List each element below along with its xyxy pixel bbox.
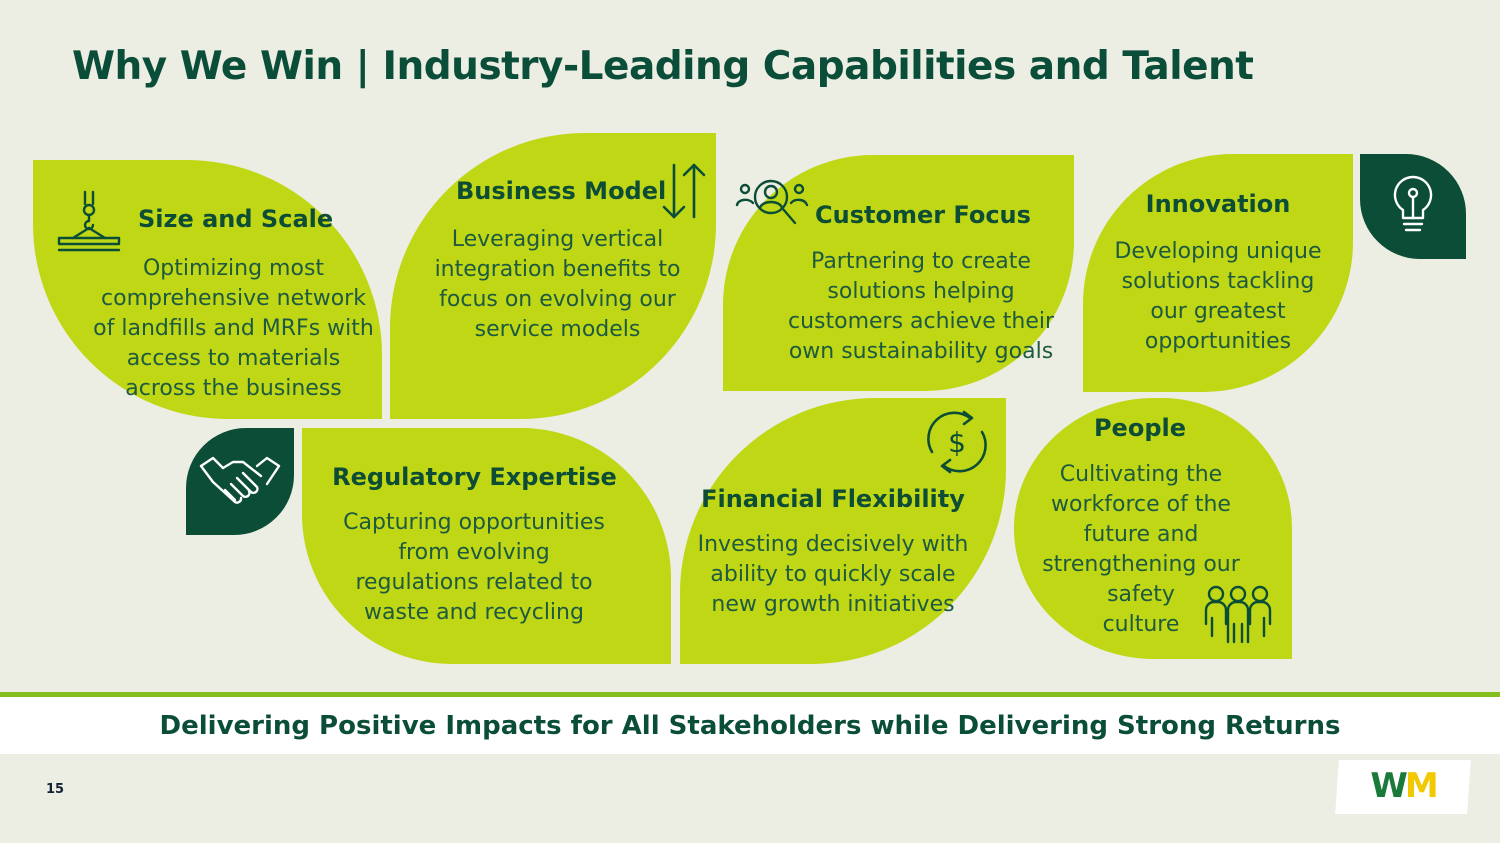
wm-logo: WM: [1335, 760, 1471, 814]
card-innovation: Innovation Developing unique solutions t…: [1083, 154, 1353, 392]
regulatory-expertise-body: Capturing opportunities from evolving re…: [343, 510, 605, 625]
card-people: People Cultivating the workforce of the …: [1014, 398, 1292, 659]
innovation-icon-tile: [1360, 154, 1466, 259]
size-and-scale-title: Size and Scale: [138, 205, 334, 233]
customer-focus-body: Partnering to create solutions helping c…: [787, 249, 1055, 364]
dollar-cycle-icon: $: [918, 406, 996, 478]
business-model-title: Business Model: [456, 177, 667, 205]
tagline-text: Delivering Positive Impacts for All Stak…: [159, 710, 1341, 741]
svg-text:WM: WM: [1370, 768, 1436, 802]
card-business-model: Business Model Leveraging vertical integ…: [390, 133, 716, 419]
people-body-line-2: workforce of the: [1051, 492, 1231, 517]
page-number: 15: [46, 782, 65, 797]
innovation-body: Developing unique solutions tackling our…: [1114, 239, 1322, 354]
lightbulb-icon: [1389, 173, 1437, 241]
svg-text:$: $: [948, 426, 966, 459]
size-and-scale-body: Optimizing most comprehensive network of…: [93, 256, 374, 401]
wm-logo-mark: WM: [1355, 766, 1451, 806]
financial-flexibility-title: Financial Flexibility: [701, 485, 965, 513]
regulatory-icon-tile: [186, 428, 294, 535]
regulatory-expertise-title: Regulatory Expertise: [332, 463, 617, 491]
card-financial-flexibility: $ Financial Flexibility Investing decisi…: [680, 398, 1006, 664]
tagline-bar: Delivering Positive Impacts for All Stak…: [0, 692, 1500, 754]
people-body-line-4: strengthening our: [1042, 552, 1240, 577]
card-size-and-scale: Size and Scale Optimizing most comprehen…: [33, 160, 382, 419]
financial-flexibility-body: Investing decisively with ability to qui…: [697, 532, 969, 617]
page-title: Why We Win | Industry-Leading Capabiliti…: [72, 44, 1254, 89]
people-title: People: [1093, 414, 1187, 442]
people-body-line-6: culture: [1102, 612, 1180, 637]
people-body-line-5: safety: [1107, 582, 1175, 607]
business-model-body: Leveraging vertical integration benefits…: [434, 227, 681, 342]
customer-focus-title: Customer Focus: [815, 201, 1031, 229]
crane-hook-icon: [55, 190, 125, 254]
up-down-arrows-icon: [660, 159, 708, 223]
people-body-line-1: Cultivating the: [1059, 462, 1223, 487]
people-body-line-3: future and: [1083, 522, 1199, 547]
innovation-title: Innovation: [1145, 190, 1291, 218]
handshake-icon: [199, 452, 281, 512]
card-regulatory-expertise: Regulatory Expertise Capturing opportuni…: [302, 428, 671, 664]
customer-search-icon: [735, 175, 809, 231]
card-customer-focus: Customer Focus Partnering to create solu…: [723, 155, 1074, 391]
team-people-icon: [1204, 584, 1272, 646]
